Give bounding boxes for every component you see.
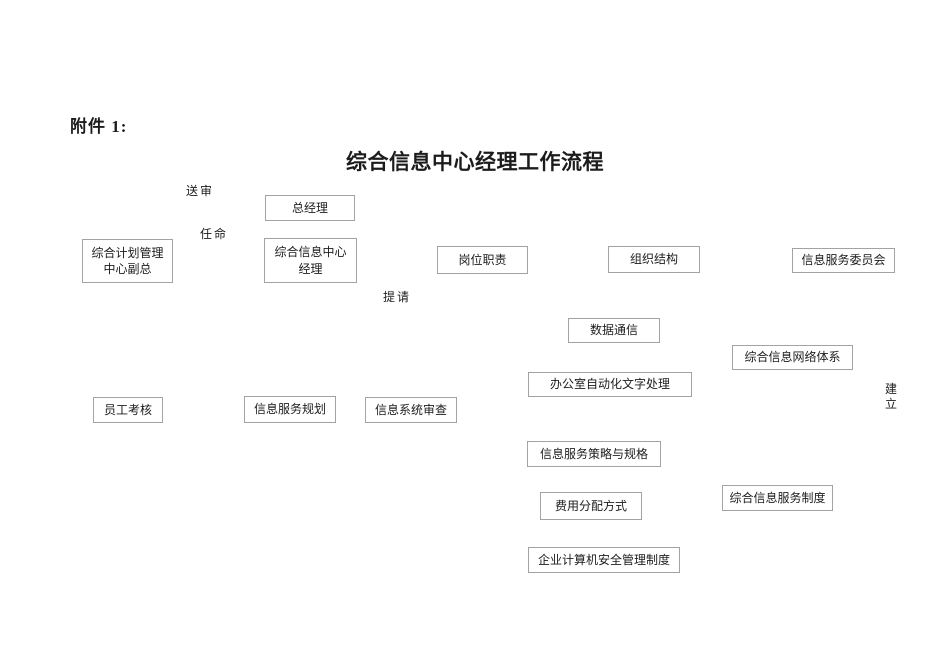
box-employee-assessment: 员工考核 [93, 397, 163, 423]
box-info-system-review: 信息系统审查 [365, 397, 457, 423]
box-office-automation: 办公室自动化文字处理 [528, 372, 692, 397]
label-establish: 建立 [884, 382, 897, 411]
box-info-service-planning: 信息服务规划 [244, 396, 336, 423]
box-general-manager: 总经理 [265, 195, 355, 221]
box-service-strategy-specs: 信息服务策略与规格 [527, 441, 661, 467]
box-info-service-committee: 信息服务委员会 [792, 248, 895, 273]
box-info-network-system: 综合信息网络体系 [732, 345, 853, 370]
box-planning-center-deputy: 综合计划管理 中心副总 [82, 239, 173, 283]
attachment-label: 附件 1: [70, 117, 128, 136]
diagram-title: 综合信息中心经理工作流程 [346, 151, 604, 174]
label-propose: 提请 [383, 290, 412, 304]
box-info-service-rules: 综合信息服务制度 [722, 485, 833, 511]
box-data-communication: 数据通信 [568, 318, 660, 343]
box-info-center-manager: 综合信息中心 经理 [264, 238, 357, 283]
box-computer-security-rules: 企业计算机安全管理制度 [528, 547, 680, 573]
box-org-structure: 组织结构 [608, 246, 700, 273]
box-cost-allocation: 费用分配方式 [540, 492, 642, 520]
label-submit-for-review: 送审 [186, 184, 215, 198]
box-job-duties: 岗位职责 [437, 246, 528, 274]
label-appoint: 任命 [200, 227, 229, 241]
